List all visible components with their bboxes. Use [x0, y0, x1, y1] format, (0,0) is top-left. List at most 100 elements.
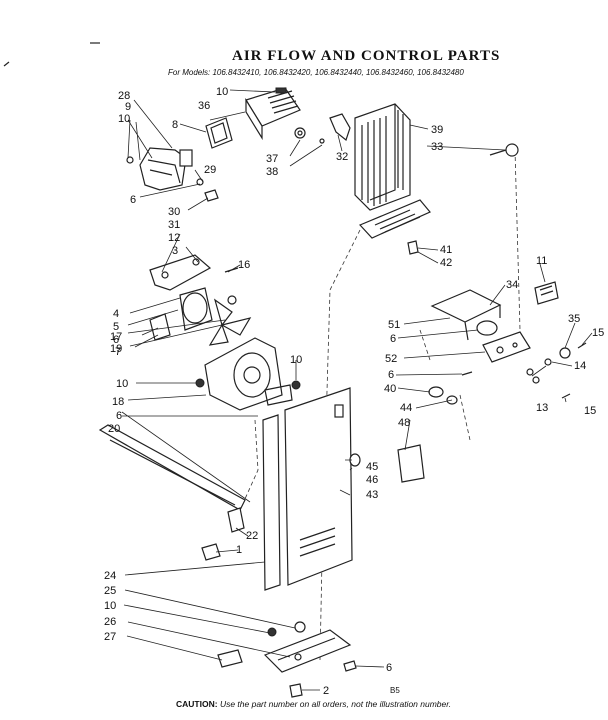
- callout-18: 18: [112, 396, 124, 408]
- callout-11: 11: [536, 255, 547, 267]
- callout-6: 6: [130, 194, 136, 206]
- callout-2: 2: [323, 685, 329, 697]
- callout-10: 10: [116, 378, 128, 390]
- callout-12: 12: [168, 232, 180, 244]
- part-36-grille: [245, 87, 301, 141]
- callout-numbers: 10 28 9 10 36 8 37 38 32 39 33 29 6 30 3…: [104, 86, 604, 697]
- callout-39: 39: [431, 124, 443, 136]
- part-27-bracket: [217, 649, 243, 668]
- callout-6: 6: [388, 369, 394, 381]
- callout-44: 44: [400, 402, 412, 414]
- part-26-drain-pan: [263, 629, 352, 673]
- part-11-connector: [534, 281, 559, 305]
- callout-46: 46: [366, 474, 378, 486]
- part-10-screw: [195, 378, 205, 388]
- part-1-screw: [201, 543, 221, 561]
- callout-10: 10: [118, 113, 130, 125]
- callout-28: 28: [118, 90, 130, 102]
- callout-6: 6: [390, 333, 396, 345]
- part-34-control-housing: [430, 289, 502, 341]
- callout-8: 8: [172, 119, 178, 131]
- callout-3: 3: [172, 245, 178, 257]
- part-20-air-rail: [98, 424, 246, 511]
- part-37-bushing: [294, 127, 325, 144]
- callout-30: 30: [168, 206, 180, 218]
- part-2-screw: [289, 683, 303, 698]
- callout-42: 42: [440, 257, 452, 269]
- callout-51: 51: [388, 319, 400, 331]
- callout-10: 10: [216, 86, 228, 98]
- callout-29: 29: [204, 164, 216, 176]
- part-39-air-duct: [354, 103, 411, 211]
- callout-15: 15: [592, 327, 604, 339]
- part-8-gasket: [205, 117, 233, 149]
- callout-15: 15: [584, 405, 596, 417]
- callout-36: 36: [198, 100, 210, 112]
- callout-45: 45: [366, 461, 378, 473]
- callout-38: 38: [266, 166, 278, 178]
- callout-10: 10: [104, 600, 116, 612]
- callout-17: 17: [110, 331, 122, 343]
- callout-43: 43: [366, 489, 378, 501]
- callout-6: 6: [113, 334, 119, 346]
- part-30-screw: [204, 189, 219, 202]
- caution-text: Use the part number on all orders, not t…: [219, 699, 452, 709]
- part-40-knob: [428, 371, 473, 405]
- callout-14: 14: [574, 360, 586, 372]
- callout-31: 31: [168, 219, 180, 231]
- callout-48: 48: [398, 417, 410, 429]
- part-32-bracket: [329, 113, 351, 142]
- part-6-screw: [343, 660, 357, 672]
- part-19-fan-blade: [208, 298, 252, 346]
- part-33-sensor: [489, 143, 519, 157]
- leader-lines: [121, 89, 593, 691]
- part-17-fan-motor: [149, 287, 237, 341]
- part-41-duct-cover: [358, 199, 431, 239]
- callout-4: 4: [113, 308, 119, 320]
- callout-1: 1: [236, 544, 242, 556]
- part-18-fan-shroud: [204, 337, 293, 411]
- callout-19: 19: [110, 343, 122, 355]
- callout-33: 33: [431, 141, 443, 153]
- part-3-motor-bracket: [149, 254, 239, 291]
- callout-20: 20: [108, 423, 120, 435]
- caution-label: CAUTION:: [176, 699, 218, 709]
- scan-mark: [3, 61, 10, 67]
- diagram-title: AIR FLOW AND CONTROL PARTS: [232, 48, 501, 64]
- part-28-damper-housing: [126, 147, 193, 191]
- part-48-clip: [397, 444, 425, 483]
- callout-24: 24: [104, 570, 116, 582]
- part-52-control-plate: [482, 331, 531, 363]
- callout-40: 40: [384, 383, 396, 395]
- callout-35: 35: [568, 313, 580, 325]
- callout-7: 7: [115, 346, 121, 358]
- part-25-grommet: [294, 621, 306, 633]
- part-24-side-rail: [262, 414, 281, 591]
- callout-34: 34: [506, 279, 518, 291]
- callout-37: 37: [266, 153, 278, 165]
- callout-5: 5: [113, 321, 119, 333]
- caution-note: CAUTION: Use the part number on all orde…: [176, 699, 451, 709]
- callout-16: 16: [238, 259, 250, 271]
- page-code: B5: [390, 686, 400, 695]
- model-list: For Models: 106.8432410, 106.8432420, 10…: [168, 68, 464, 77]
- callout-22: 22: [246, 530, 258, 542]
- part-22-clip: [227, 507, 245, 533]
- part-10-screw: [291, 380, 301, 390]
- callout-26: 26: [104, 616, 116, 628]
- callout-52: 52: [385, 353, 397, 365]
- callout-41: 41: [440, 244, 452, 256]
- assembly-guide-lines: [239, 149, 521, 661]
- callout-9: 9: [125, 101, 131, 113]
- callout-25: 25: [104, 585, 116, 597]
- callout-32: 32: [336, 151, 348, 163]
- callout-6: 6: [116, 410, 122, 422]
- callout-13: 13: [536, 402, 548, 414]
- part-10-screw: [267, 627, 277, 637]
- callout-6: 6: [386, 662, 392, 674]
- callout-27: 27: [104, 631, 116, 643]
- part-42-clip: [407, 240, 419, 255]
- callout-10: 10: [290, 354, 302, 366]
- part-43-rear-panel: [284, 387, 361, 586]
